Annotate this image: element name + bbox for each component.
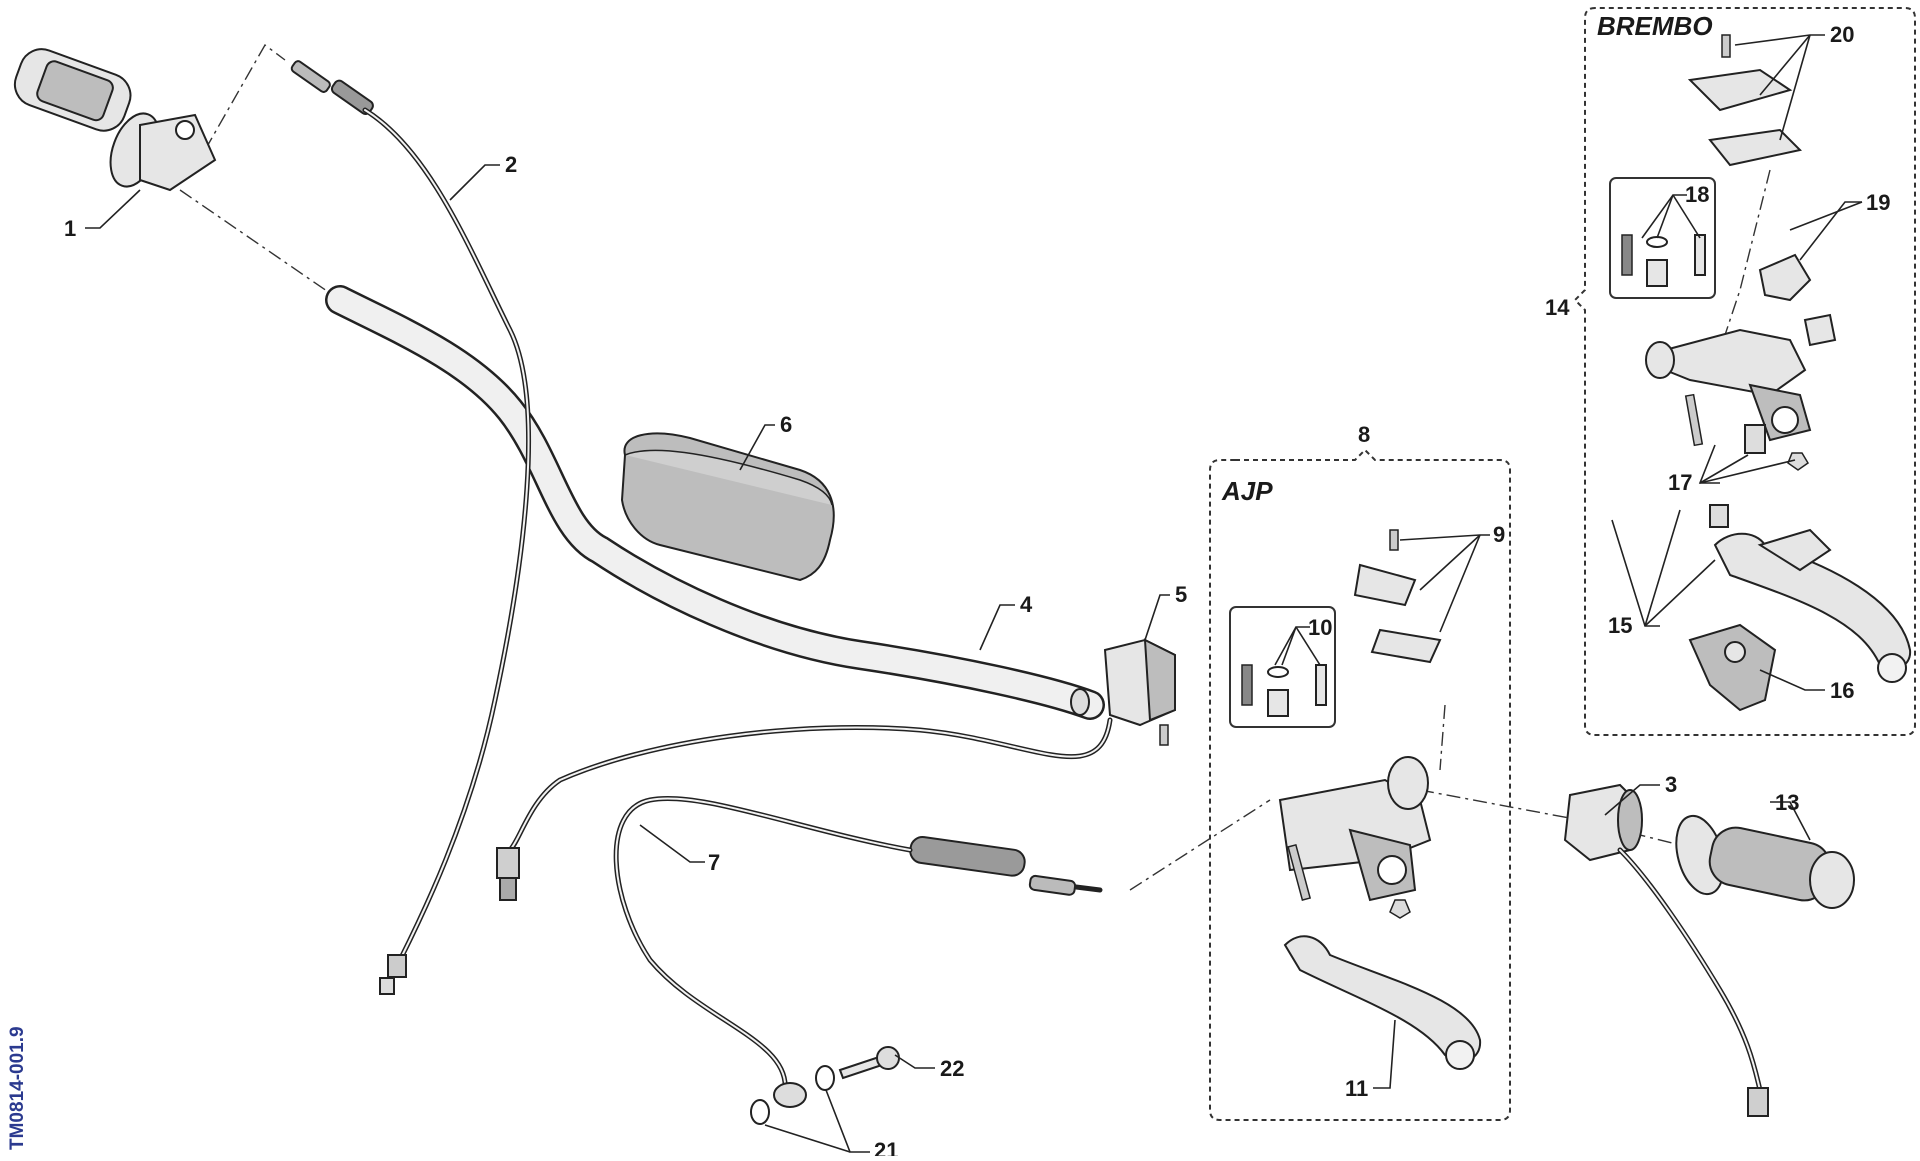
clutch-cable xyxy=(613,795,1103,1108)
callout-14: 14 xyxy=(1545,295,1570,320)
callout-19: 19 xyxy=(1866,190,1890,215)
handlebar-pad xyxy=(620,432,835,582)
callout-22: 22 xyxy=(940,1056,964,1081)
callout-5: 5 xyxy=(1175,582,1187,607)
callout-13: 13 xyxy=(1775,790,1799,815)
kill-switch xyxy=(496,638,1176,901)
callout-16: 16 xyxy=(1830,678,1854,703)
handlebar xyxy=(325,285,1105,720)
callout-20: 20 xyxy=(1830,22,1854,47)
alignment-lines xyxy=(179,43,1771,891)
leader-lines xyxy=(85,34,1863,1153)
throttle-cable xyxy=(290,60,531,995)
ajp-group-title: AJP xyxy=(1221,476,1273,506)
brembo-group-box: BREMBO xyxy=(1573,7,1916,736)
callout-9: 9 xyxy=(1493,522,1505,547)
banjo-hardware xyxy=(750,1046,900,1125)
callout-6: 6 xyxy=(780,412,792,437)
ajp-group-box: AJP xyxy=(1209,448,1511,1121)
callout-labels: 1 2 3 4 5 6 7 8 9 10 11 13 14 15 16 17 1… xyxy=(64,22,1890,1161)
callout-11: 11 xyxy=(1345,1076,1368,1101)
brembo-clutch-master xyxy=(1645,34,1912,712)
right-switch xyxy=(1563,783,1769,1117)
callout-18: 18 xyxy=(1685,182,1709,207)
throttle-grip xyxy=(13,48,217,192)
ajp-clutch-master xyxy=(1278,529,1482,1070)
callout-2: 2 xyxy=(505,152,517,177)
callout-21: 21 xyxy=(874,1138,898,1156)
callout-7: 7 xyxy=(708,850,720,875)
callout-1: 1 xyxy=(64,216,76,241)
callout-15: 15 xyxy=(1608,613,1632,638)
left-grip xyxy=(1675,814,1855,909)
callout-8: 8 xyxy=(1358,422,1370,447)
document-id: TM0814-001.9 xyxy=(7,1026,28,1150)
callout-3: 3 xyxy=(1665,772,1677,797)
brembo-group-title: BREMBO xyxy=(1597,11,1713,41)
callout-10: 10 xyxy=(1308,615,1332,640)
callout-17: 17 xyxy=(1668,470,1692,495)
callout-4: 4 xyxy=(1020,592,1033,617)
